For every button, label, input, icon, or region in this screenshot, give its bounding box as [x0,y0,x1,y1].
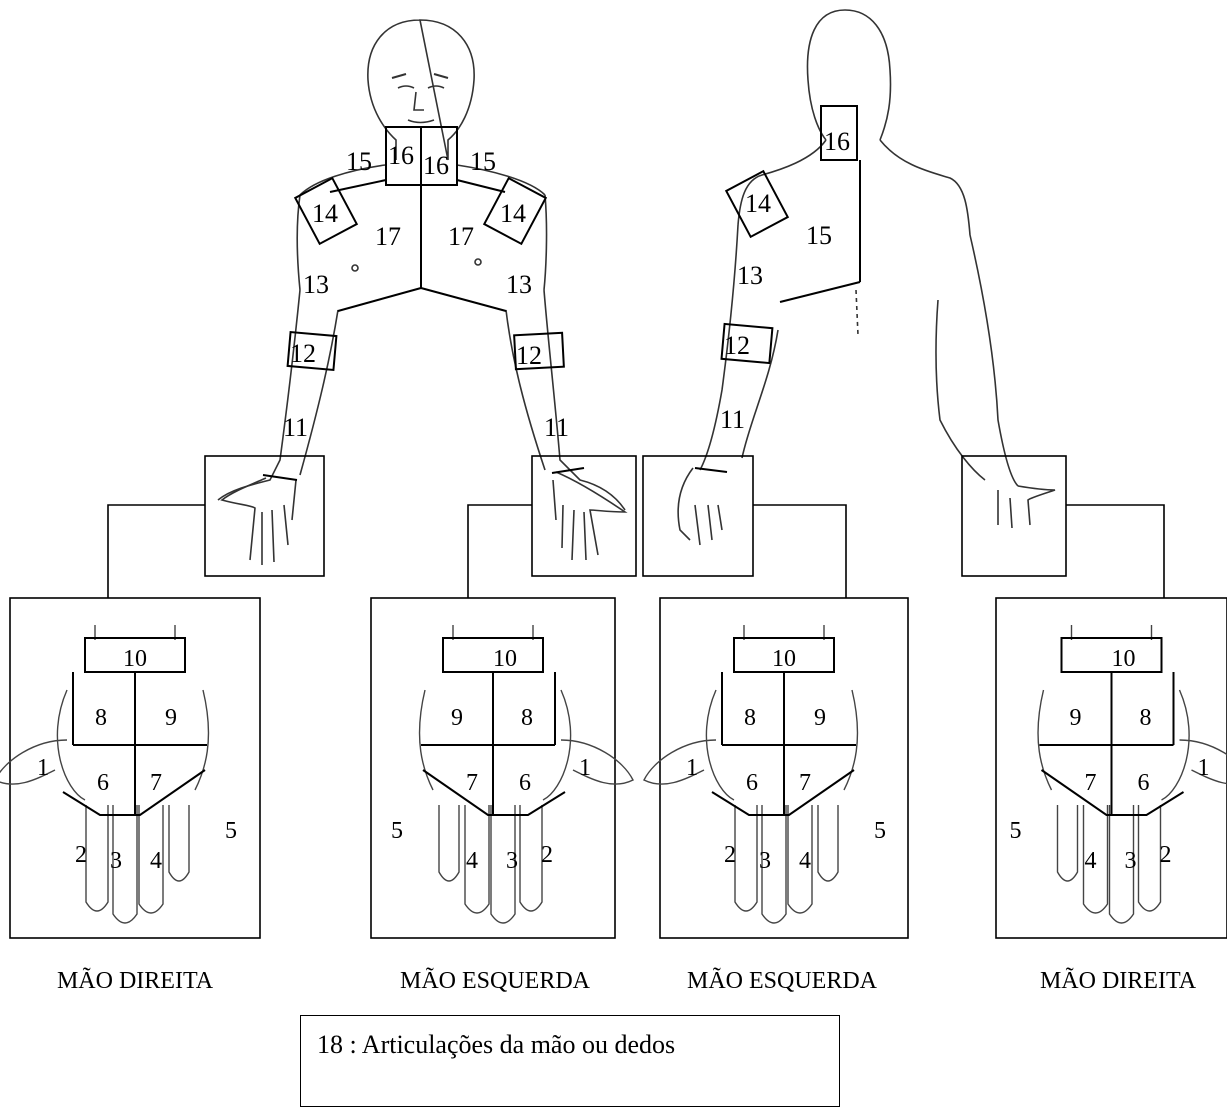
hand-label-palm-lower-other: 7 [466,770,478,796]
front-label-shoulder-r: 14 [312,199,338,228]
front-label-shoulder-top-r: 15 [346,147,372,176]
front-label-shoulder-top-l: 15 [470,147,496,176]
caption-hand-4: MÃO DIREITA [1040,968,1196,995]
hand-label-palm-lower-other: 7 [1085,770,1097,796]
hand-label-finger-5: 5 [874,818,886,844]
hand-label-palm-upper-thumb: 8 [1140,705,1152,731]
front-label-texts: 16 16 15 15 14 14 17 17 13 13 12 12 11 1… [283,141,569,442]
hand-label-finger-2: 2 [75,842,87,868]
hand-label-palm-lower-thumb: 6 [746,770,758,796]
hand-label-palm-upper-thumb: 8 [521,705,533,731]
hand-label-finger-2: 2 [541,842,553,868]
back-label-elbow: 12 [724,331,750,360]
legend-text: 18 : Articulações da mão ou dedos [317,1030,675,1060]
front-label-neck-r: 16 [388,141,414,170]
back-label-shoulder: 14 [745,189,771,218]
hand-label-palm-upper-other: 9 [1070,705,1082,731]
back-label-upper-arm: 13 [737,261,763,290]
back-figure [678,10,1055,545]
front-label-chest-r: 17 [375,222,401,251]
legend-box: 18 : Articulações da mão ou dedos [300,1015,840,1107]
small-box-1 [205,456,324,576]
front-label-upper-arm-r: 13 [303,270,329,299]
hand-panel-4: 10 8 9 1 6 7 23 4 5 [996,598,1227,938]
hand-label-finger-4: 4 [1085,848,1097,874]
back-label-upper-back: 15 [806,221,832,250]
hand-label-finger-2: 2 [724,842,736,868]
caption-hand-1: MÃO DIREITA [57,968,213,995]
caption-hand-3: MÃO ESQUERDA [687,968,877,995]
hand-label-palm-wrist: 10 [493,646,517,672]
front-label-elbow-r: 12 [290,339,316,368]
hand-label-palm-lower-other: 7 [799,770,811,796]
hand-label-palm-wrist: 10 [123,646,147,672]
hand-label-finger-3: 3 [759,848,771,874]
hand-label-finger-5: 5 [391,818,403,844]
small-box-3 [643,456,753,576]
hand-label-thumb: 1 [37,755,49,781]
hand-label-finger-5: 5 [225,818,237,844]
hand-label-finger-3: 3 [506,848,518,874]
connectors [108,456,1164,598]
hand-label-finger-2: 2 [1160,842,1172,868]
front-label-shoulder-l: 14 [500,199,526,228]
front-label-forearm-l: 11 [544,413,569,442]
front-label-chest-l: 17 [448,222,474,251]
back-label-forearm: 11 [720,405,745,434]
hand-label-finger-3: 3 [1125,848,1137,874]
hand-label-palm-lower-other: 7 [150,770,162,796]
hand-label-palm-upper-other: 9 [814,705,826,731]
hand-label-finger-4: 4 [799,848,811,874]
hand-label-palm-upper-other: 9 [451,705,463,731]
hand-label-palm-lower-thumb: 6 [519,770,531,796]
back-label-neck: 16 [824,127,850,156]
hand-label-palm-upper-thumb: 8 [744,705,756,731]
hand-label-palm-wrist: 10 [1112,646,1136,672]
front-label-neck-l: 16 [423,151,449,180]
back-label-texts: 16 14 15 13 12 11 [720,127,850,434]
hand-label-palm-lower-thumb: 6 [97,770,109,796]
hand-label-thumb: 1 [1198,755,1210,781]
hand-label-thumb: 1 [686,755,698,781]
hand-label-palm-upper-thumb: 8 [95,705,107,731]
hand-panel-2: 10 8 9 1 6 7 23 4 5 [371,598,633,938]
hand-label-finger-3: 3 [110,848,122,874]
hand-label-thumb: 1 [579,755,591,781]
front-label-forearm-r: 11 [283,413,308,442]
hand-label-palm-lower-thumb: 6 [1138,770,1150,796]
hand-label-palm-upper-other: 9 [165,705,177,731]
front-figure [218,20,625,565]
hand-label-finger-5: 5 [1010,818,1022,844]
caption-hand-2: MÃO ESQUERDA [400,968,590,995]
hand-label-finger-4: 4 [466,848,478,874]
hand-label-palm-wrist: 10 [772,646,796,672]
back-head [807,10,890,140]
front-label-upper-arm-l: 13 [506,270,532,299]
hand-label-finger-4: 4 [150,848,162,874]
front-label-elbow-l: 12 [516,341,542,370]
